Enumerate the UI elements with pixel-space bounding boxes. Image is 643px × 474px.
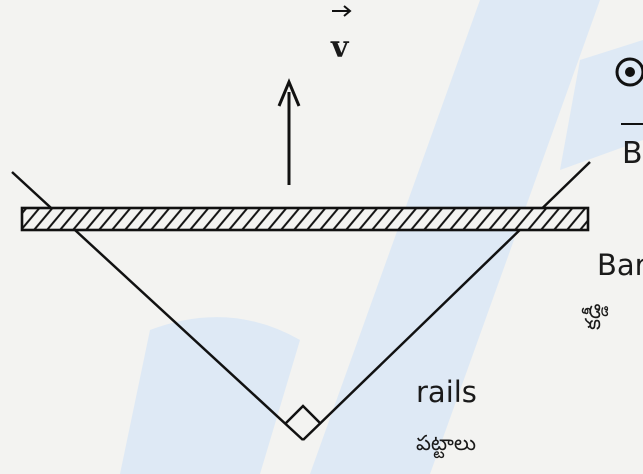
conducting-bar (20, 206, 590, 232)
field-symbol: B (622, 136, 643, 171)
velocity-arrow (277, 78, 301, 185)
watermark (120, 0, 643, 474)
bar-label-telugu: కడ్డీ (581, 303, 609, 330)
right-angle-marker-icon (284, 404, 322, 425)
rails-label: rails (416, 375, 477, 409)
velocity-label: v (330, 5, 352, 65)
field-label: B (621, 123, 643, 171)
bar-label: Bar (597, 248, 643, 282)
rails-label-telugu: పట్టాలు (416, 431, 476, 459)
velocity-symbol: v (330, 30, 350, 65)
out-of-page-dot-in-circle-icon (615, 57, 643, 87)
